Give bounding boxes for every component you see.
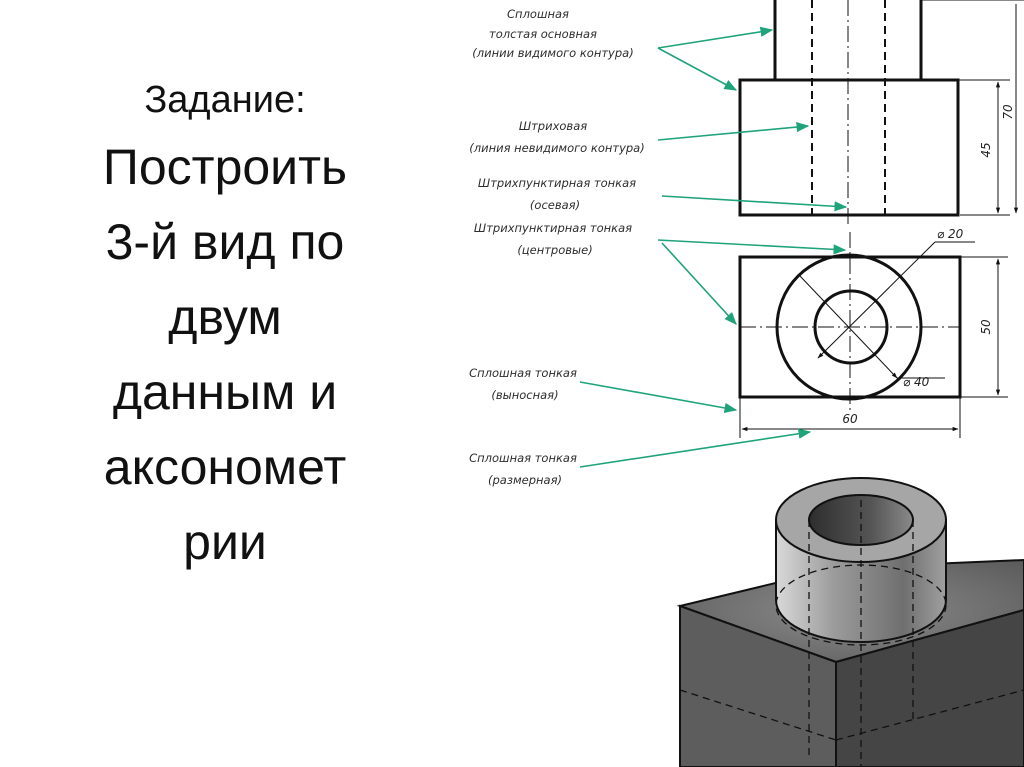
dimension-diameter-40: ⌀ 40 — [903, 375, 930, 389]
task-line-6: рии — [183, 514, 267, 570]
label-solid-thick-3: (линии видимого контура) — [472, 46, 633, 60]
label-axial-1: Штрихпунктирная тонкая — [478, 176, 636, 190]
task-heading: Задание: — [144, 79, 306, 121]
dimension-50: 50 — [979, 319, 993, 335]
label-extension-1: Сплошная тонкая — [469, 366, 577, 380]
label-solid-thick-2: толстая основная — [489, 27, 597, 41]
task-line-4: данным и — [112, 364, 338, 420]
task-text: Задание: Построить 3-й вид по двум данны… — [40, 70, 410, 580]
label-axial-2: (осевая) — [530, 198, 580, 212]
task-line-5: аксономет — [103, 439, 347, 495]
label-dimension-1: Сплошная тонкая — [469, 451, 577, 465]
top-view-inner-circle — [813, 289, 889, 365]
task-line-3: двум — [168, 289, 282, 345]
front-view-dimensions — [921, 0, 1024, 216]
task-line-1: Построить — [102, 139, 348, 195]
task-body: Построить 3-й вид по двум данным и аксон… — [40, 130, 410, 580]
top-view — [738, 232, 975, 412]
label-center-1: Штрихпунктирная тонкая — [474, 221, 632, 235]
dimension-45: 45 — [979, 142, 993, 157]
axonometric-view — [676, 477, 1024, 767]
label-solid-thick-1: Сплошная — [507, 7, 569, 21]
label-dashed-1: Штриховая — [519, 119, 587, 133]
label-center-2: (центровые) — [517, 243, 592, 257]
leader-dia-20 — [817, 241, 936, 359]
label-extension-2: (выносная) — [491, 388, 558, 402]
front-view — [738, 0, 960, 225]
front-view-base — [738, 78, 960, 217]
dimension-70: 70 — [1001, 104, 1015, 120]
line-type-labels: Сплошная толстая основная (линии видимог… — [469, 7, 645, 487]
label-dimension-2: (размерная) — [488, 473, 562, 487]
task-line-2: 3-й вид по — [105, 214, 345, 270]
dimension-60: 60 — [842, 412, 858, 426]
dimension-diameter-20: ⌀ 20 — [937, 227, 964, 241]
green-leader-arrows — [579, 26, 848, 468]
leader-dia-40 — [799, 275, 898, 379]
top-view-dimensions — [739, 256, 1008, 438]
technical-drawing: 45 70 ⌀ 20 ⌀ 40 50 60 — [469, 0, 1024, 767]
label-dashed-2: (линия невидимого контура) — [469, 141, 644, 155]
block-left-face — [679, 604, 837, 767]
